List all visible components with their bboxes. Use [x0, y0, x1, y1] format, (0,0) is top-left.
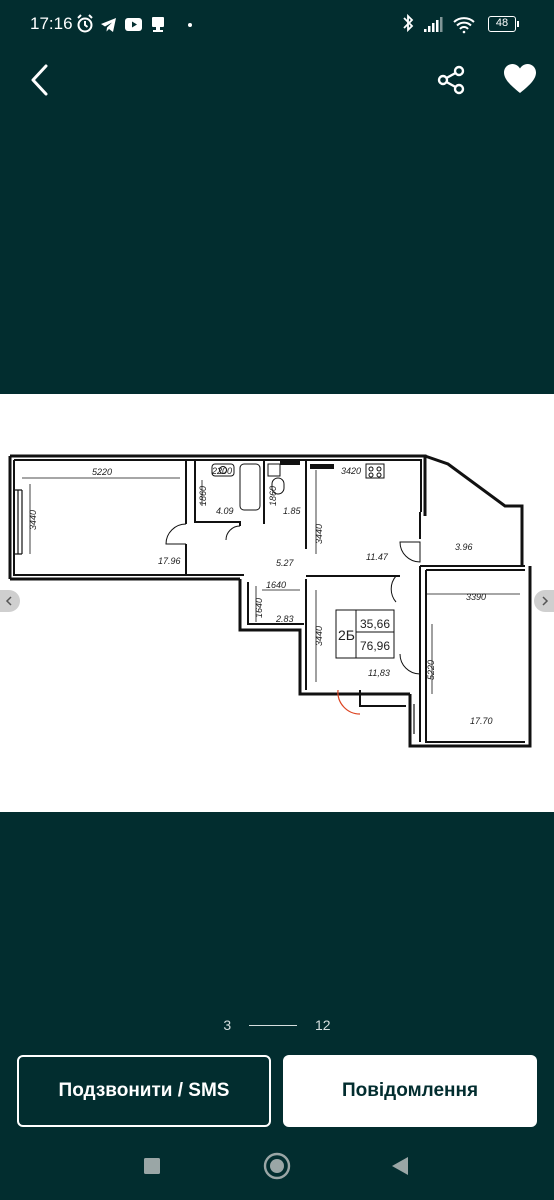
youtube-icon: [125, 18, 142, 31]
battery-level: 48: [495, 17, 509, 29]
call-sms-button[interactable]: Подзвонити / SMS: [17, 1055, 271, 1127]
gallery-image[interactable]: 5220 3440 2200 1860 1860 3420 3440 1640 …: [0, 394, 554, 812]
dimension-label: 3440: [28, 510, 38, 530]
apartment-label: 2Б: [338, 627, 355, 643]
dimension-label: 1860: [268, 486, 278, 506]
dimension-label: 3420: [341, 466, 361, 476]
room-area: 3.96: [455, 542, 473, 552]
next-image-button[interactable]: [534, 590, 554, 612]
message-button[interactable]: Повідомлення: [283, 1055, 537, 1127]
telegram-icon: [101, 18, 116, 32]
living-area: 35,66: [360, 617, 390, 631]
dimension-label: 1640: [266, 580, 286, 590]
room-area: 11,83: [368, 668, 390, 678]
dimension-label: 2200: [211, 466, 232, 476]
heart-icon[interactable]: [502, 62, 538, 96]
total-area: 76,96: [360, 639, 390, 653]
dimension-label: 1860: [198, 486, 208, 506]
dimension-label: 3390: [466, 592, 486, 602]
back-arrow-icon[interactable]: [26, 62, 58, 98]
status-bar: 17:16 48: [0, 0, 554, 48]
room-area: 11.47: [366, 552, 389, 562]
status-right-icons: [403, 13, 475, 34]
dot-icon: [188, 23, 192, 27]
dimension-label: 1640: [254, 598, 264, 618]
room-area: 4.09: [216, 506, 234, 516]
dimension-label: 3440: [314, 524, 324, 544]
top-bar: [0, 48, 554, 112]
cast-icon: [152, 17, 164, 32]
room-area: 1.85: [283, 506, 302, 516]
wifi-icon: [453, 17, 475, 34]
gallery-pager: 3 12: [0, 1016, 554, 1040]
dimension-label: 5220: [426, 660, 436, 680]
chevron-right-icon: [542, 596, 549, 606]
share-icon[interactable]: [436, 64, 468, 96]
room-area: 17.96: [158, 556, 181, 566]
room-area: 2.83: [275, 614, 294, 624]
battery-tip: [517, 21, 519, 27]
pager-current: 3: [223, 1017, 232, 1034]
floor-plan: 5220 3440 2200 1860 1860 3420 3440 1640 …: [8, 454, 532, 748]
room-area: 17.70: [470, 716, 493, 726]
chevron-left-icon: [5, 596, 12, 606]
home-icon[interactable]: [263, 1152, 291, 1180]
battery-icon: 48: [488, 16, 516, 32]
pager-divider: [249, 1024, 298, 1026]
prev-image-button[interactable]: [0, 590, 20, 612]
signal-icon: [424, 17, 443, 32]
system-nav-bar: [144, 1152, 408, 1180]
back-icon[interactable]: [392, 1157, 408, 1175]
bluetooth-icon: [403, 13, 414, 33]
dimension-label: 3440: [314, 626, 324, 646]
recent-apps-icon[interactable]: [144, 1158, 160, 1174]
pager-total: 12: [315, 1017, 331, 1034]
dimension-label: 5220: [92, 467, 112, 477]
alarm-icon: [77, 14, 93, 33]
room-area: 5.27: [276, 558, 295, 568]
status-left-icons: [77, 14, 192, 33]
status-time: 17:16: [30, 14, 73, 33]
